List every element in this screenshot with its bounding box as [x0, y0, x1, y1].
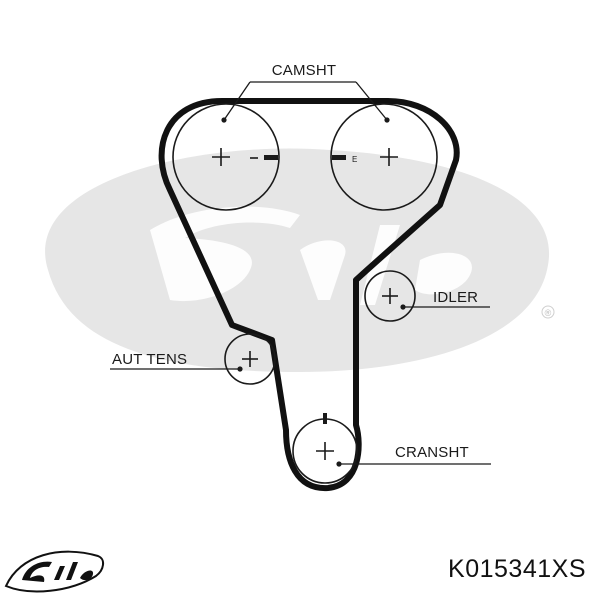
crankshaft-pulley [292, 413, 358, 484]
crankshaft-label: CRANSHT [395, 444, 469, 461]
cam-timing-mark-left [264, 155, 278, 160]
watermark-registered-circle [541, 305, 555, 319]
watermark-registered-mark: ® [545, 308, 552, 318]
gates-watermark: ® [45, 148, 555, 372]
crank-timing-mark [323, 413, 327, 424]
camshaft-leader-left [223, 81, 251, 121]
gates-logo-outline [4, 550, 104, 593]
part-number: K015341XS [448, 555, 586, 583]
idler-pulley [364, 270, 416, 322]
camshaft-pulley-right: E [330, 103, 438, 211]
timing-belt [158, 98, 460, 492]
watermark-swoosh [45, 148, 550, 372]
tensioner-pulley [224, 333, 276, 385]
idler-label: IDLER [433, 289, 478, 306]
leader-dots [221, 117, 406, 467]
gates-logo-lettering [22, 561, 94, 582]
cam-timing-mark-right [332, 155, 346, 160]
watermark-lettering [150, 206, 472, 305]
gates-logo [4, 550, 104, 593]
tensioner-label: AUT TENS [112, 351, 187, 368]
camshaft-label: CAMSHT [272, 62, 337, 79]
camshaft-leader-right [355, 81, 388, 121]
camshaft-pulley-left [172, 103, 280, 211]
cam-mark-right-text: E [352, 155, 357, 164]
leader-lines [110, 81, 491, 465]
